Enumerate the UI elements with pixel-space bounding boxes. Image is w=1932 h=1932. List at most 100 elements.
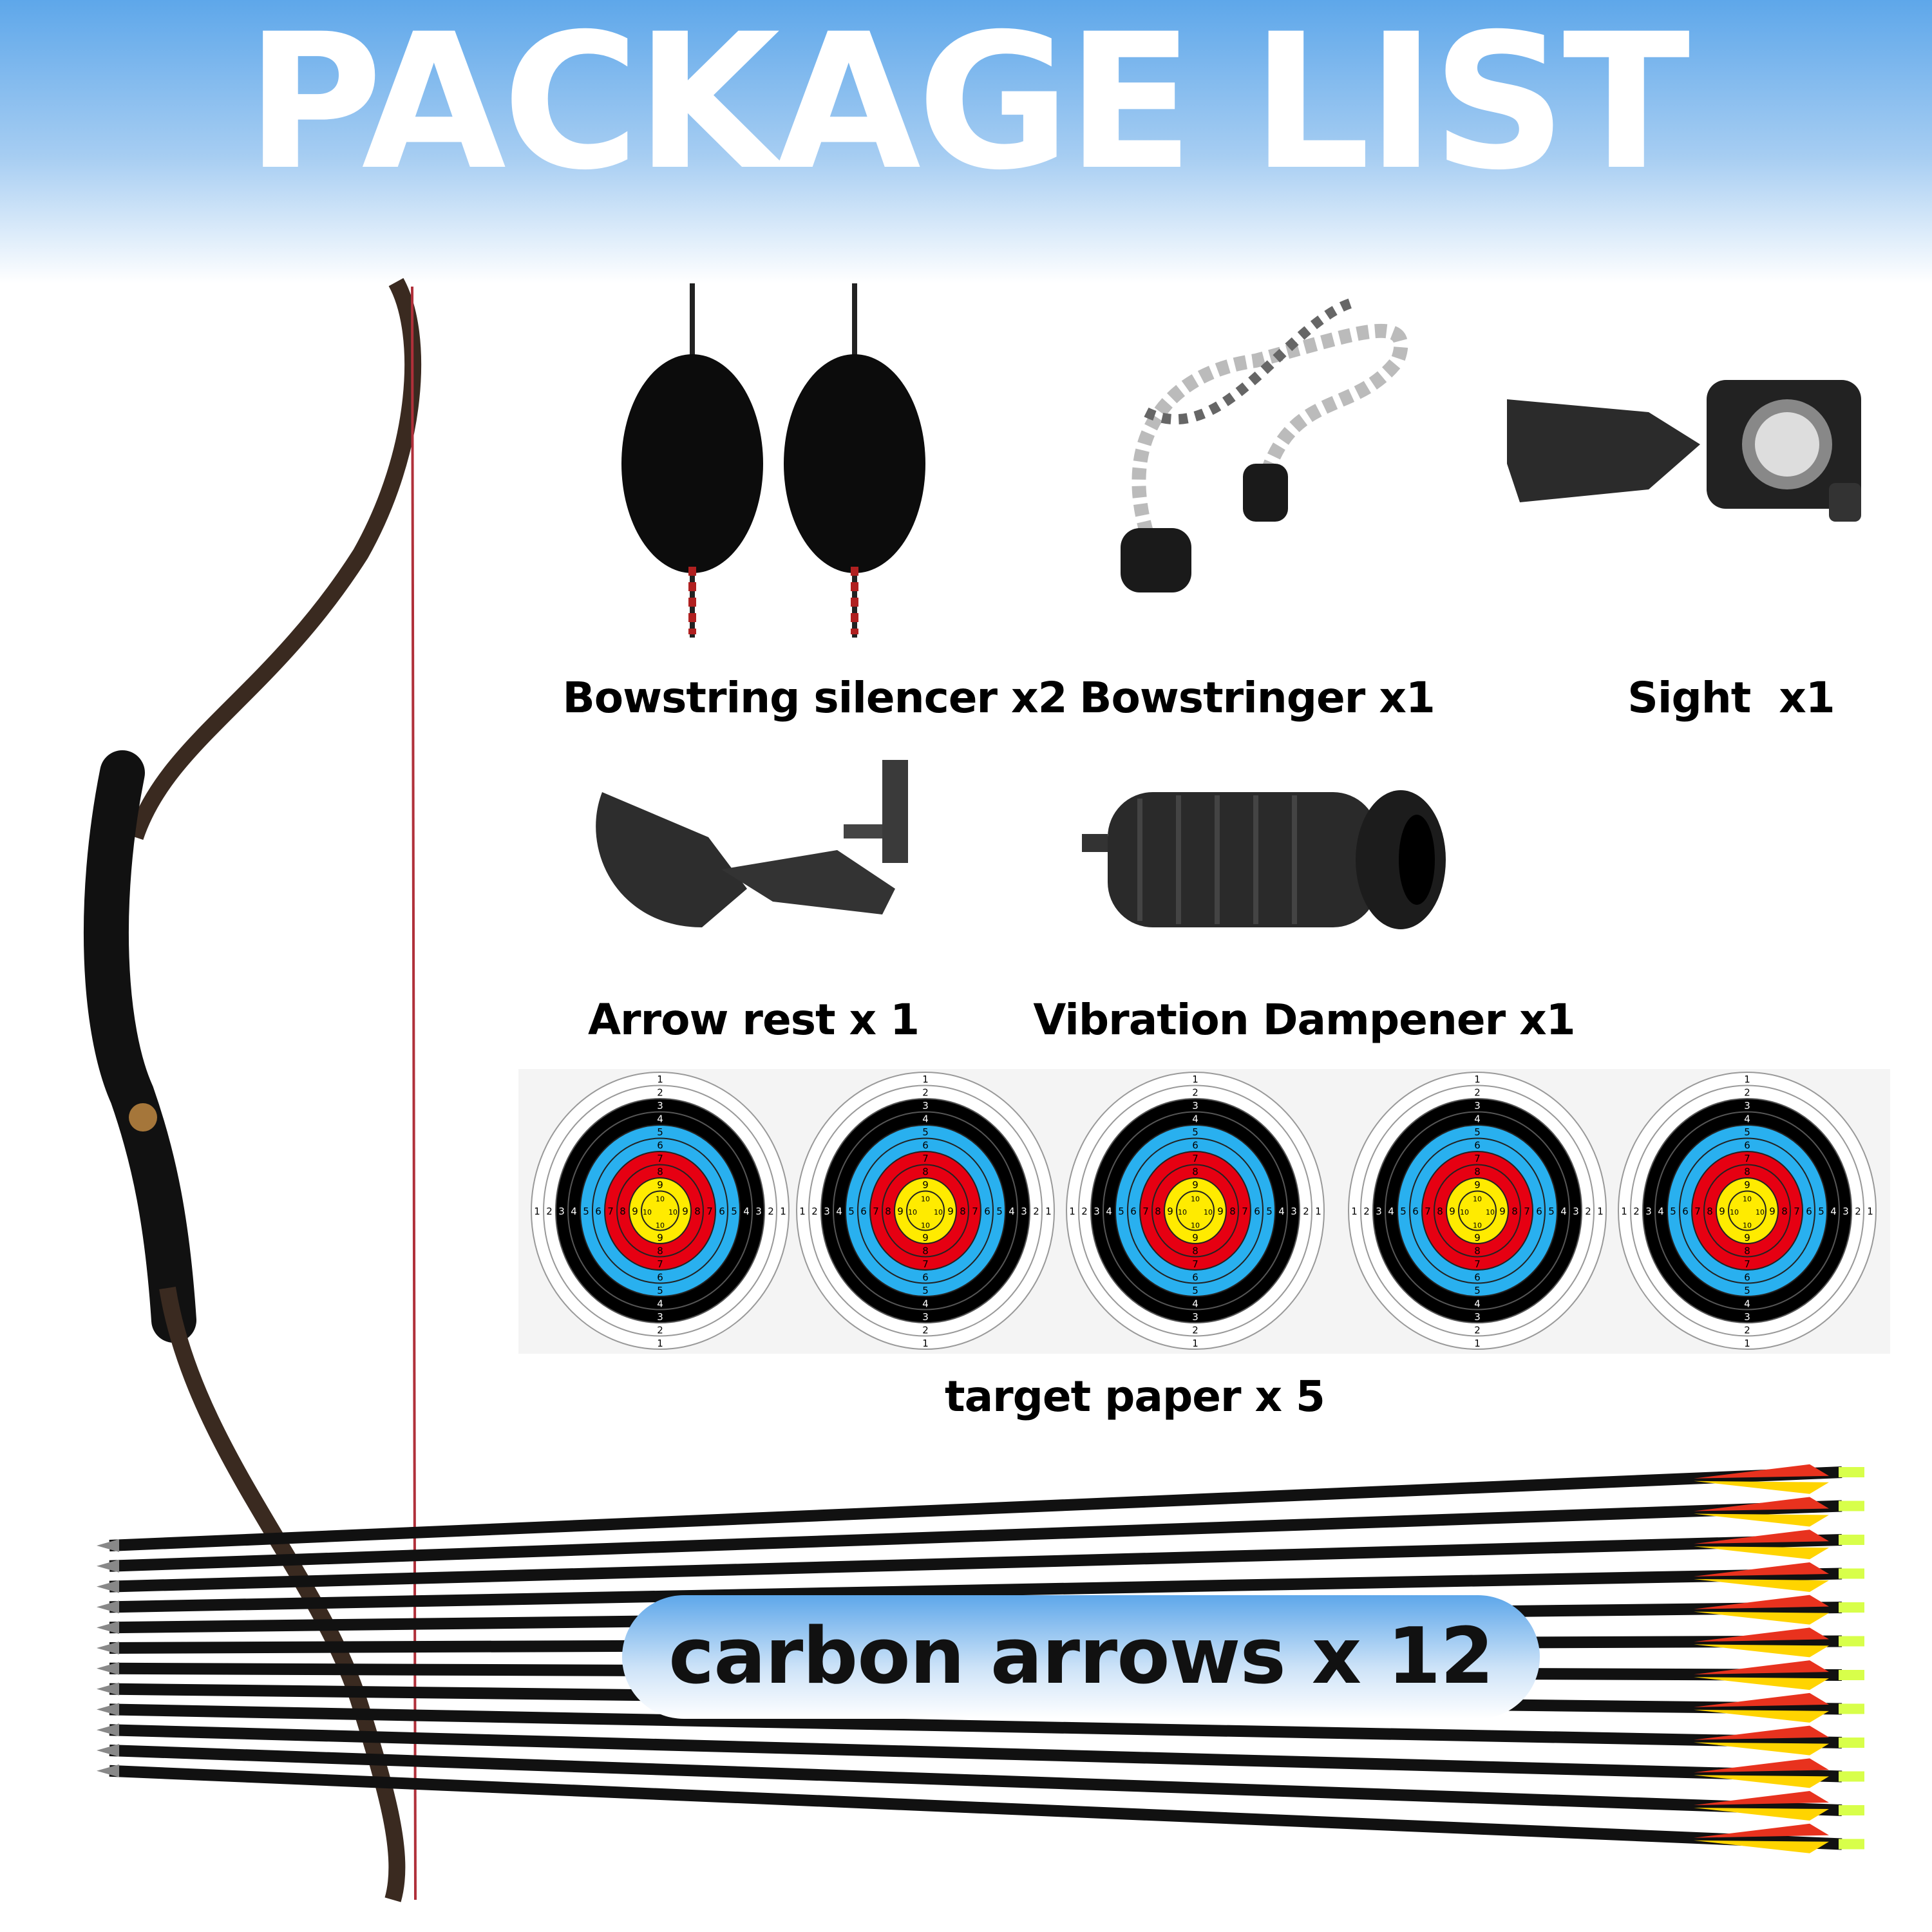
target-ring-number: 3 — [558, 1206, 565, 1217]
target-ring-number: 5 — [1744, 1285, 1750, 1296]
target-ring-number: 4 — [1474, 1298, 1481, 1310]
target-ring-number: 7 — [657, 1153, 663, 1164]
target-ring-number: 8 — [1192, 1245, 1198, 1257]
target-ring-number: 9 — [682, 1206, 688, 1217]
target-ring-number: 4 — [1106, 1206, 1112, 1217]
target-ring-number: 1 — [1744, 1338, 1750, 1349]
target-ring-number: 1 — [780, 1206, 786, 1217]
target-ring-number: 4 — [1658, 1206, 1664, 1217]
target-ring-number: 3 — [1291, 1206, 1297, 1217]
target-ring-number: 10 — [1486, 1208, 1495, 1217]
target-ring-number: 8 — [657, 1245, 663, 1257]
target-ring-number: 2 — [922, 1325, 929, 1336]
label-vibration-dampener: Vibration Dampener x1 — [1033, 995, 1575, 1045]
target-ring-number: 8 — [1192, 1166, 1198, 1178]
label-carbon-arrows: carbon arrows x 12 — [668, 1612, 1494, 1701]
target-ring-number: 4 — [922, 1298, 929, 1310]
target-ring-number: 1 — [1351, 1206, 1358, 1217]
target-ring-number: 1 — [1045, 1206, 1052, 1217]
target-ring-number: 9 — [1744, 1232, 1750, 1244]
target-ring-number: 4 — [743, 1206, 750, 1217]
target-ring-number: 1 — [922, 1074, 929, 1085]
target-ring-number: 3 — [1744, 1311, 1750, 1323]
target-ring-number: 10 — [908, 1208, 917, 1217]
target-ring-number: 5 — [1474, 1126, 1481, 1138]
target-ring-number: 1 — [657, 1338, 663, 1349]
target-ring-number: 10 — [643, 1208, 652, 1217]
target-ring-number: 9 — [947, 1206, 954, 1217]
target-ring-number: 5 — [848, 1206, 855, 1217]
target-ring-number: 8 — [885, 1206, 891, 1217]
target-ring-number: 3 — [1842, 1206, 1849, 1217]
target-ring-number: 7 — [1744, 1153, 1750, 1164]
target-ring-number: 5 — [657, 1126, 663, 1138]
target-ring-number: 6 — [719, 1206, 725, 1217]
target-ring-number: 8 — [1744, 1245, 1750, 1257]
target-ring-number: 2 — [1192, 1325, 1198, 1336]
target-ring-number: 1 — [1315, 1206, 1321, 1217]
carbon-arrows-badge: carbon arrows x 12 — [622, 1595, 1540, 1719]
target-ring-number: 9 — [632, 1206, 638, 1217]
target-ring-number: 4 — [1560, 1206, 1567, 1217]
target-ring-number: 5 — [1266, 1206, 1273, 1217]
target-ring-number: 4 — [1388, 1206, 1394, 1217]
target-ring-number: 3 — [1376, 1206, 1382, 1217]
target-ring-number: 10 — [921, 1195, 930, 1204]
arrow-rest-icon — [596, 760, 908, 927]
target-ring-number: 9 — [657, 1232, 663, 1244]
carbon-arrow-icon — [97, 1562, 1864, 1614]
bowstringer-icon — [1121, 298, 1408, 592]
target-ring-number: 1 — [657, 1074, 663, 1085]
target-ring-number: 8 — [1511, 1206, 1518, 1217]
target-ring-number: 5 — [1192, 1126, 1198, 1138]
carbon-arrow-icon — [97, 1497, 1864, 1573]
target-ring-number: 2 — [657, 1087, 663, 1099]
target-ring-number: 5 — [1744, 1126, 1750, 1138]
target-ring-number: 7 — [1192, 1258, 1198, 1270]
target-ring-number: 9 — [922, 1232, 929, 1244]
target-ring-number: 2 — [1303, 1206, 1309, 1217]
target-ring-number: 7 — [972, 1206, 978, 1217]
target-ring-number: 10 — [1473, 1222, 1482, 1230]
target-ring-number: 1 — [1474, 1338, 1481, 1349]
target-ring-number: 3 — [1021, 1206, 1027, 1217]
target-ring-number: 7 — [922, 1153, 929, 1164]
target-ring-number: 6 — [1254, 1206, 1260, 1217]
target-ring-number: 9 — [1474, 1179, 1481, 1191]
target-ring-number: 4 — [571, 1206, 577, 1217]
target-ring-number: 3 — [922, 1100, 929, 1112]
carbon-arrow-icon — [97, 1530, 1864, 1593]
target-ring-number: 7 — [922, 1258, 929, 1270]
target-ring-number: 10 — [921, 1222, 930, 1230]
target-ring-number: 5 — [657, 1285, 663, 1296]
target-ring-number: 8 — [1474, 1245, 1481, 1257]
target-ring-number: 3 — [1474, 1100, 1481, 1112]
target-ring-number: 9 — [897, 1206, 904, 1217]
target-ring-number: 4 — [657, 1113, 663, 1125]
target-ring-number: 5 — [1548, 1206, 1555, 1217]
target-ring-number: 10 — [668, 1208, 677, 1217]
target-ring-number: 5 — [731, 1206, 737, 1217]
target-ring-number: 9 — [1769, 1206, 1776, 1217]
target-ring-number: 8 — [922, 1166, 929, 1178]
target-ring-number: 10 — [1730, 1208, 1739, 1217]
target-ring-number: 2 — [1855, 1206, 1861, 1217]
target-ring-number: 3 — [1474, 1311, 1481, 1323]
target-ring-number: 2 — [1744, 1325, 1750, 1336]
target-ring-number: 10 — [656, 1195, 665, 1204]
target-ring-number: 1 — [1867, 1206, 1873, 1217]
target-ring-number: 9 — [657, 1179, 663, 1191]
target-ring-number: 2 — [1363, 1206, 1370, 1217]
target-ring-number: 10 — [1743, 1222, 1752, 1230]
target-ring-number: 6 — [922, 1272, 929, 1283]
target-ring-number: 5 — [583, 1206, 589, 1217]
target-ring-number: 7 — [1425, 1206, 1431, 1217]
bowstring-silencer-icon — [621, 283, 925, 638]
target-ring-number: 8 — [620, 1206, 626, 1217]
target-ring-number: 1 — [1192, 1338, 1198, 1349]
target-ring-number: 9 — [1474, 1232, 1481, 1244]
target-ring-number: 8 — [1744, 1166, 1750, 1178]
target-ring-number: 7 — [1242, 1206, 1248, 1217]
target-ring-number: 6 — [1682, 1206, 1689, 1217]
